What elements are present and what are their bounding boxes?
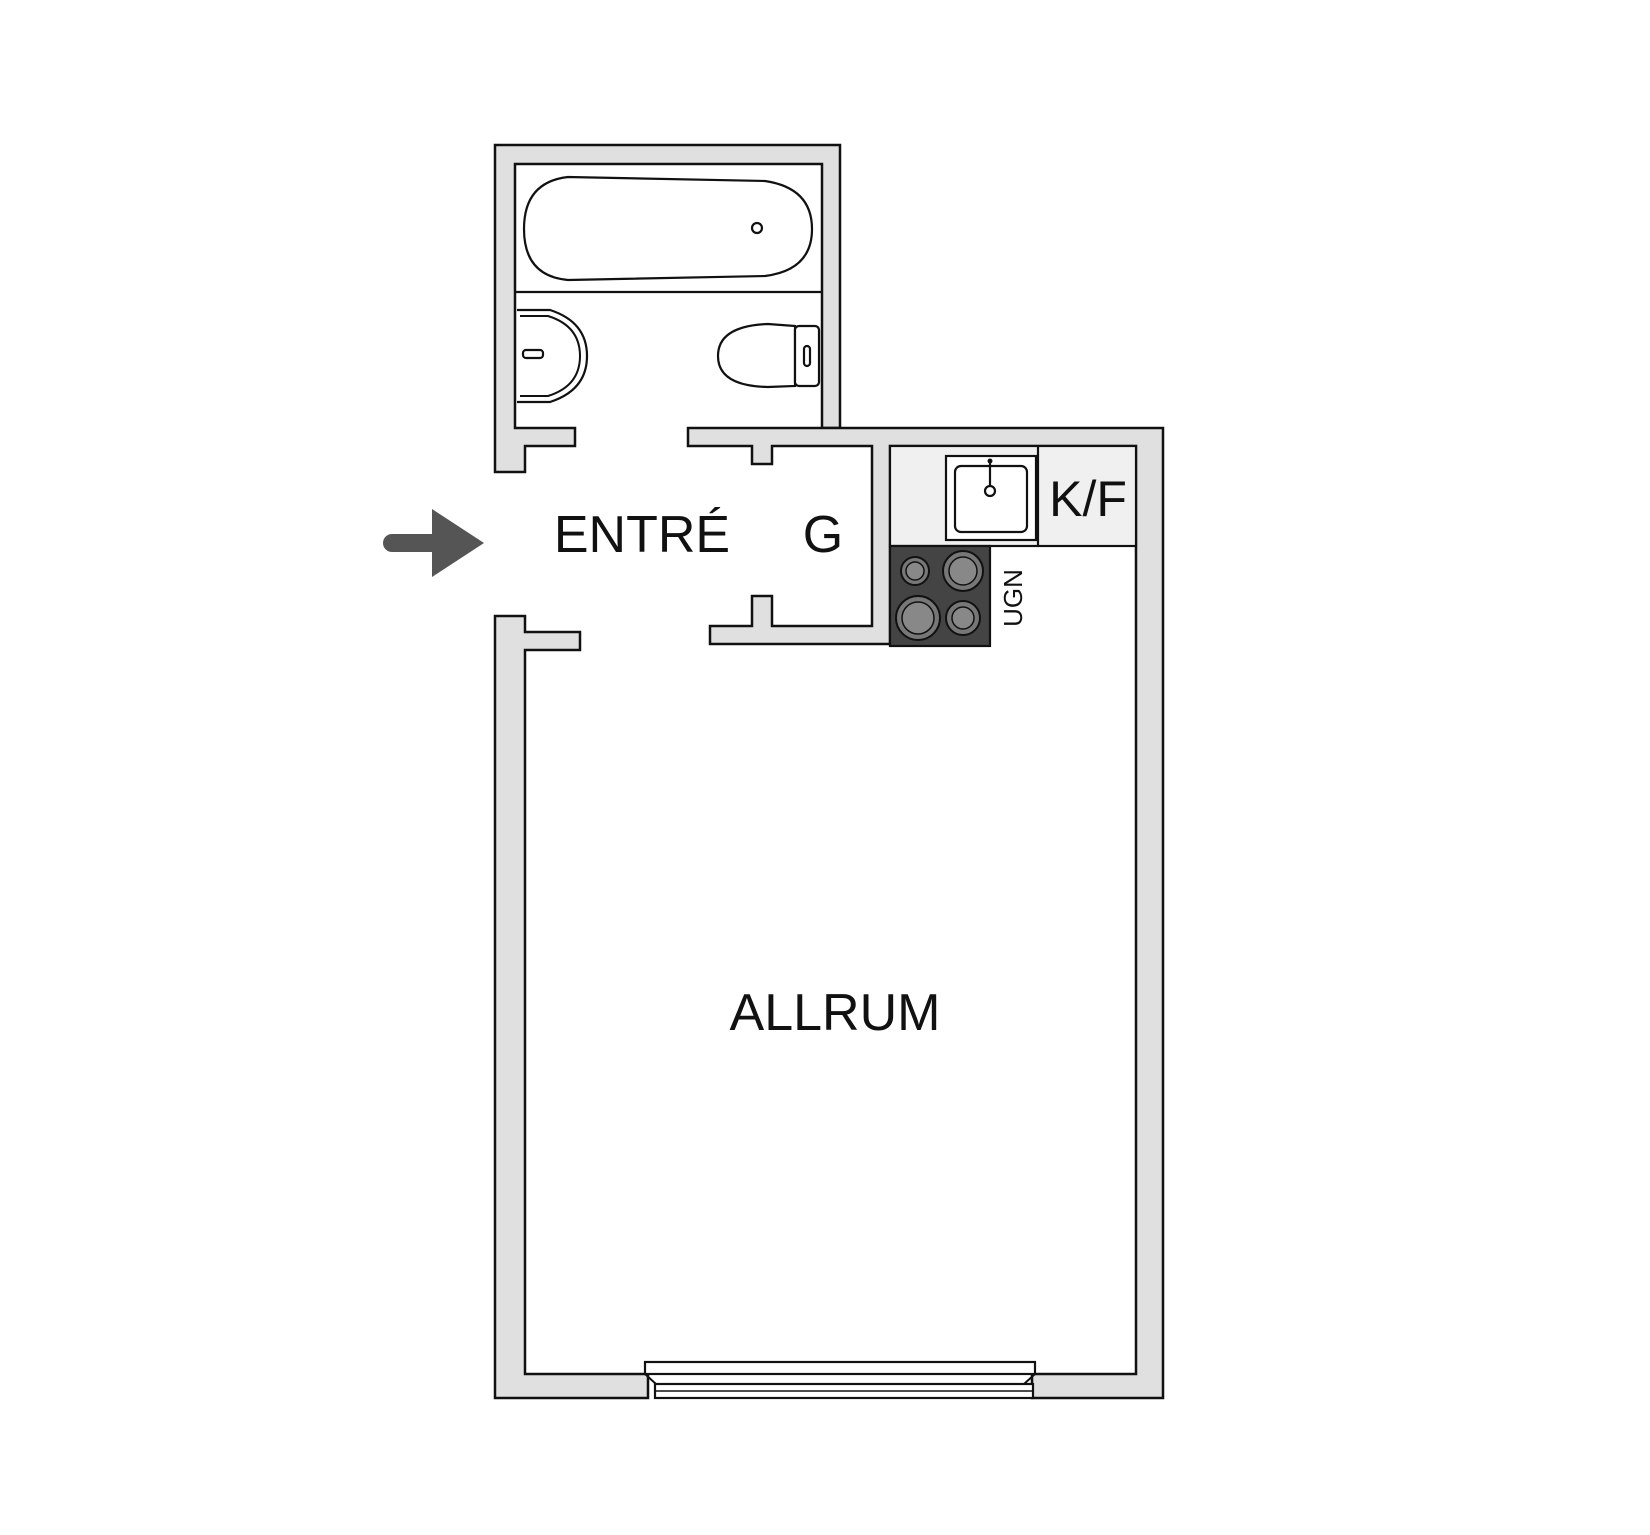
room-label-garderob: G (803, 506, 843, 564)
window-frame (644, 1373, 1036, 1385)
kitchen (888, 444, 1138, 648)
wall-bathroom-lower-right (686, 426, 1165, 1400)
window (643, 1360, 1037, 1400)
toilet-icon (716, 322, 797, 389)
room-label-allrum: ALLRUM (730, 984, 941, 1042)
window-sill (643, 1360, 1037, 1376)
washbasin-icon (517, 308, 589, 404)
bathtub-drain-icon (750, 221, 764, 235)
room-label-ugn: UGN (998, 569, 1028, 627)
bathtub-icon (522, 175, 814, 282)
wall-allrum-left (493, 614, 650, 1400)
faucet-icon (521, 348, 545, 360)
entrance-arrow-icon (383, 509, 484, 577)
bathroom (515, 175, 822, 404)
room-label-kyl-frys: K/F (1049, 471, 1127, 527)
room-label-entre: ENTRÉ (554, 506, 730, 564)
walls (493, 143, 1165, 1400)
